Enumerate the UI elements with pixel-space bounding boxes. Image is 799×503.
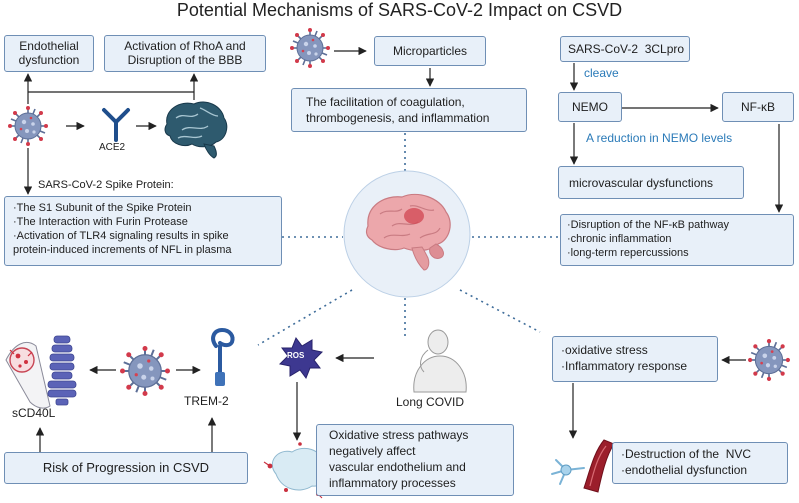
nfkb-item: ·Disruption of the NF-κB pathway (567, 219, 730, 231)
microparticles-box: Microparticles (374, 36, 486, 66)
trem2-receptor-icon (211, 327, 235, 386)
trem2-label: TREM-2 (184, 394, 229, 408)
neuron-vessel-icon (551, 439, 615, 493)
scd40l-label: sCD40L (12, 406, 56, 420)
oxidative-stress-box: ·oxidative stress ·Inflammatory response (552, 336, 718, 382)
box-line: Disruption of the BBB (127, 53, 243, 67)
stress-item: ·Inflammatory response (561, 359, 688, 373)
box-line: inflammatory processes (329, 476, 456, 490)
box-line: Activation of RhoA and (124, 39, 246, 53)
long-covid-label: Long COVID (396, 395, 465, 409)
coagulation-box: The facilitation of coagulation, thrombo… (291, 88, 527, 132)
nemo-box: NEMO (558, 92, 622, 122)
box-line: Microparticles (392, 44, 467, 58)
platelet-tube-icon (5, 342, 51, 409)
nemo-reduction-label: A reduction in NEMO levels (586, 131, 733, 145)
diagram-title: Potential Mechanisms of SARS-CoV-2 Impac… (176, 0, 623, 20)
microvascular-box: microvascular dysfunctions (558, 166, 744, 199)
rhoa-bbb-box: Activation of RhoA and Disruption of the… (104, 35, 266, 72)
nvc-destruction-box: ·Destruction of the NVC ·endothelial dys… (612, 442, 788, 484)
virus-icon (8, 106, 48, 146)
virus-icon (748, 339, 790, 381)
box-line: vascular endothelium and (329, 460, 466, 474)
spike-protein-box: ·The S1 Subunit of the Spike Protein ·Th… (4, 196, 282, 266)
ros-burst-icon (278, 336, 324, 380)
3clpro-box: SARS-CoV-2 3CLpro (560, 36, 690, 62)
endothelial-dysfunction-box: Endothelial dysfunction (4, 35, 94, 72)
virus-icon (120, 346, 170, 396)
oxidative-pathways-box: Oxidative stress pathways negatively aff… (316, 424, 514, 496)
box-line: Risk of Progression in CSVD (42, 460, 210, 475)
stress-item: ·oxidative stress (561, 343, 648, 357)
nfkb-box: NF-κB (722, 92, 794, 122)
spike-item: protein-induced increments of NFL in pla… (13, 244, 232, 256)
ace2-label: ACE2 (99, 142, 126, 153)
cd40-receptor-icon (47, 335, 77, 406)
nfkb-disruption-box: ·Disruption of the NF-κB pathway ·chroni… (560, 214, 794, 266)
spike-item: ·Activation of TLR4 signaling results in… (13, 230, 229, 242)
box-line: NF-κB (741, 100, 775, 114)
spike-item: ·The Interaction with Furin Protease (13, 216, 188, 228)
virus-icon (290, 28, 330, 68)
risk-progression-box: Risk of Progression in CSVD (4, 452, 248, 484)
nvc-item: ·Destruction of the NVC (621, 447, 752, 461)
nfkb-item: ·long-term repercussions (567, 247, 689, 259)
box-line: Endothelial (19, 39, 79, 53)
box-line: dysfunction (18, 53, 80, 67)
ace2-receptor-icon (102, 108, 130, 142)
box-line: microvascular dysfunctions (569, 176, 714, 190)
person-coughing-icon (413, 329, 467, 393)
center-brain-icon (365, 193, 451, 271)
box-line: negatively affect (329, 444, 416, 458)
cleave-label: cleave (584, 66, 619, 80)
nvc-item: ·endothelial dysfunction (621, 463, 748, 477)
box-line: Oxidative stress pathways (329, 428, 469, 442)
box-line: NEMO (572, 100, 608, 114)
box-line: SARS-CoV-2 3CLpro (568, 42, 685, 56)
box-line: The facilitation of coagulation, (306, 95, 465, 109)
box-line: thrombogenesis, and inflammation (306, 111, 490, 125)
brain-outline-icon (164, 101, 228, 159)
nfkb-item: ·chronic inflammation (567, 233, 672, 245)
spike-item: ·The S1 Subunit of the Spike Protein (13, 202, 192, 214)
ros-label: ROS (287, 351, 305, 360)
spike-protein-label: SARS-CoV-2 Spike Protein: (38, 179, 174, 191)
